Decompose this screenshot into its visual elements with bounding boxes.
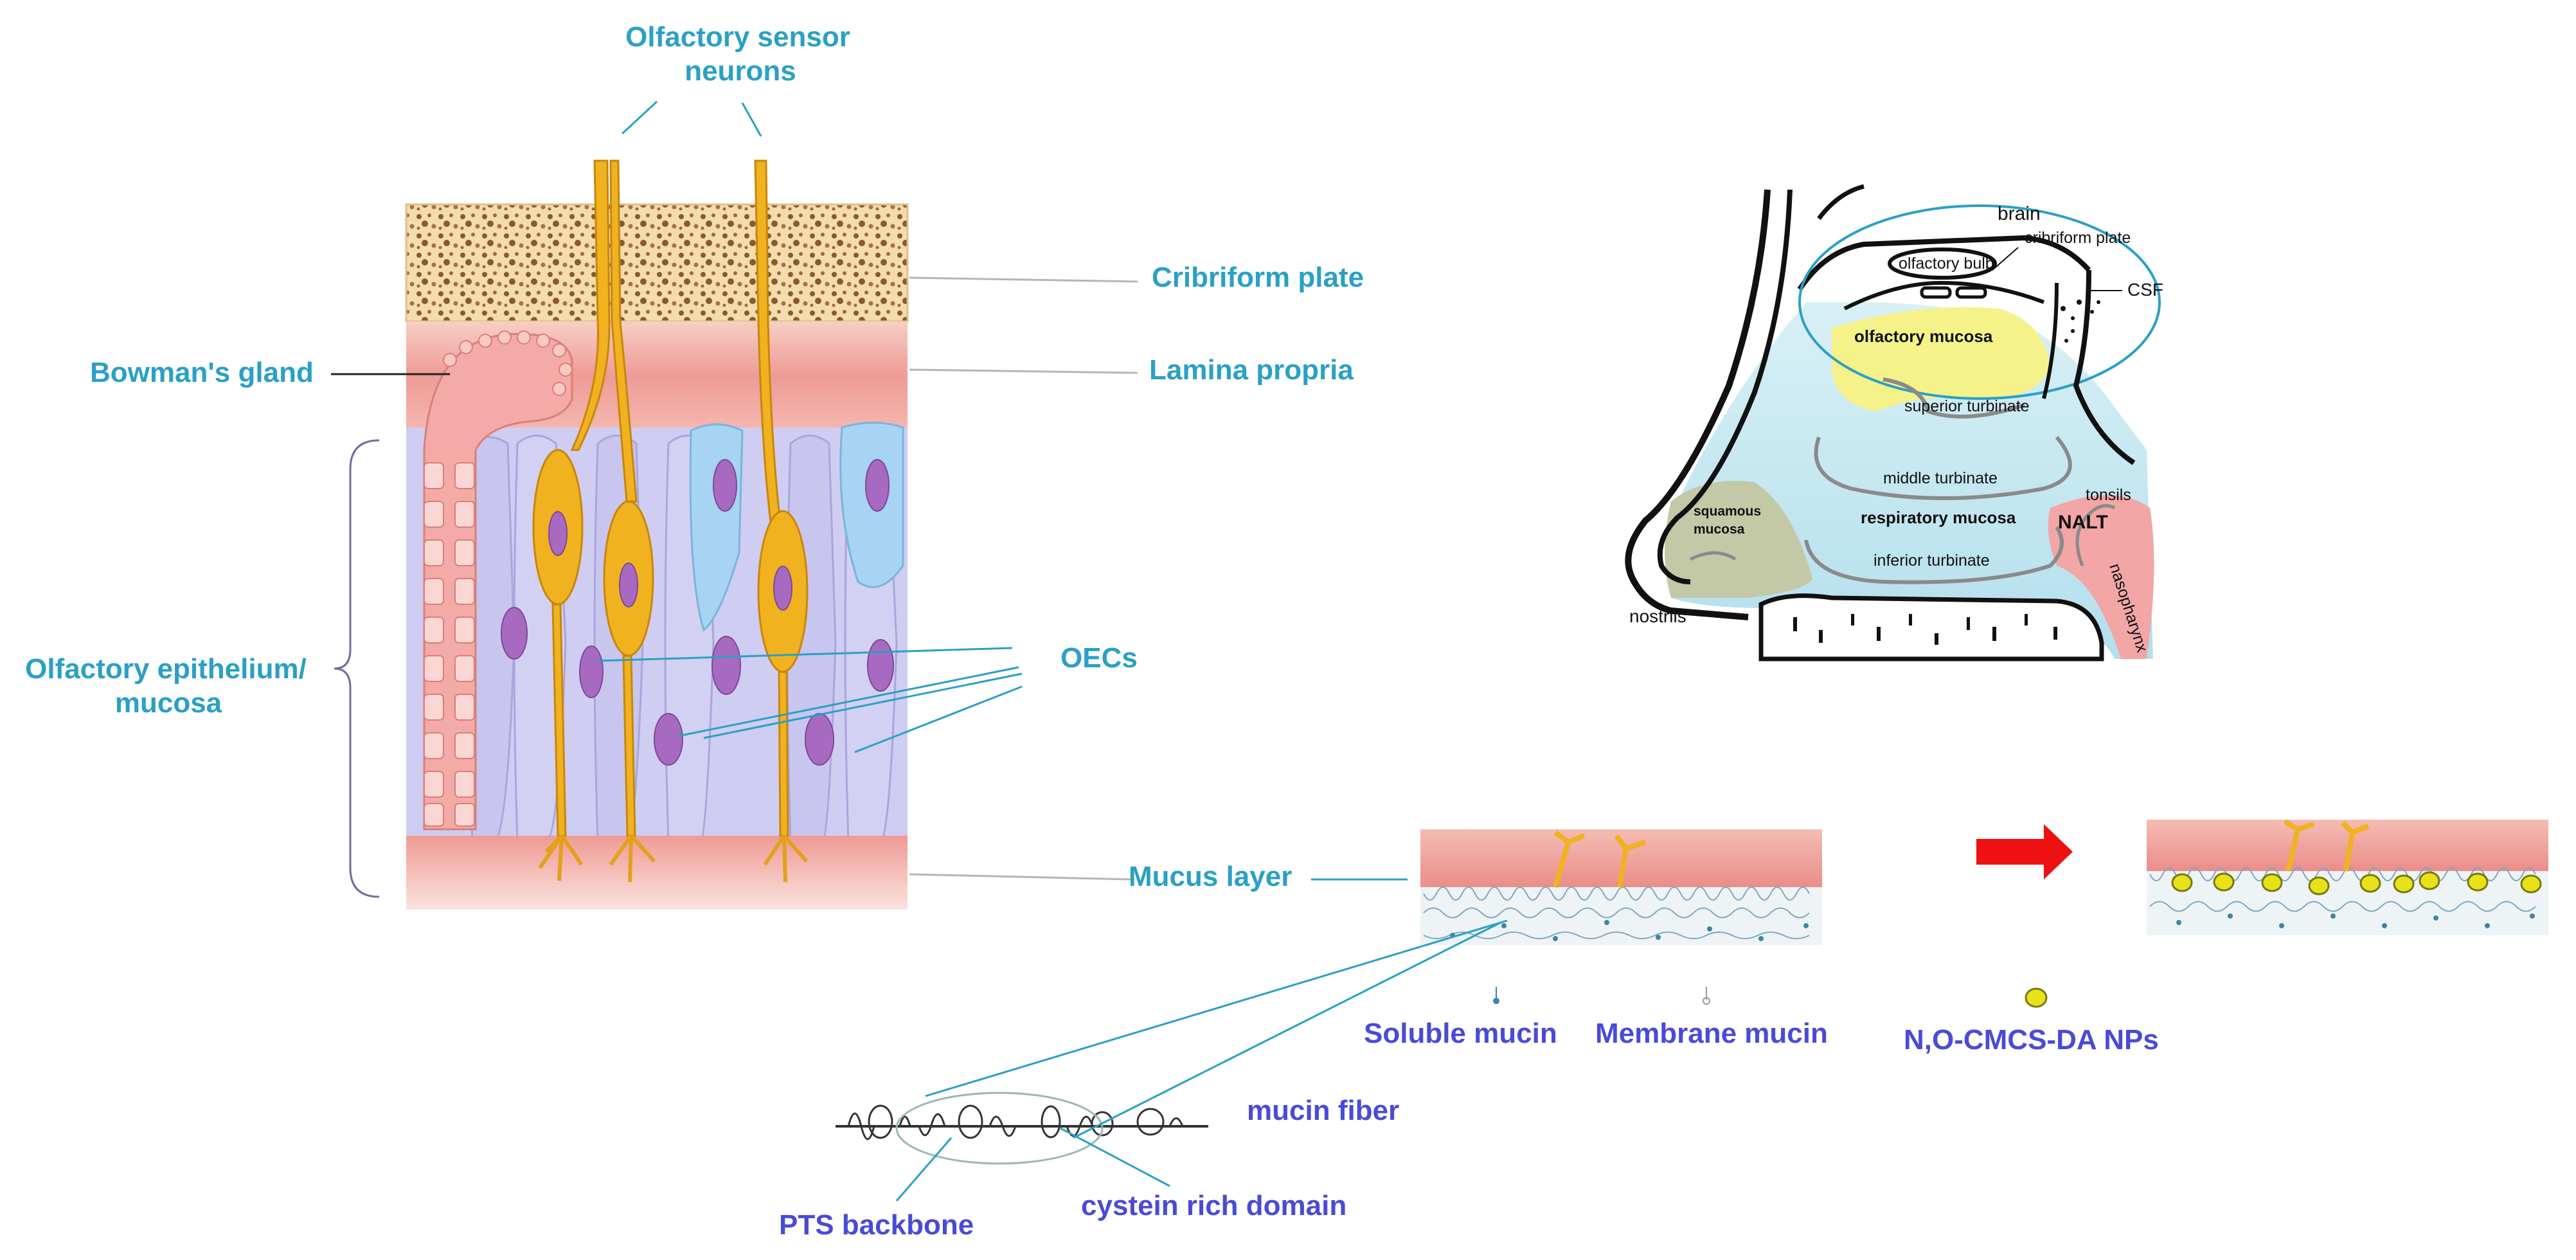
label-oecs: OECs: [1060, 642, 1138, 674]
cell-nuclei: [501, 459, 894, 766]
olfactory-bulb: [1888, 248, 1997, 280]
label-nostrils: nostrils: [1629, 606, 1686, 626]
inferior-turbinate: [1804, 526, 2064, 584]
legend-icons: [1493, 987, 2048, 1008]
label-superior-turbinate: superior turbinate: [1904, 397, 2030, 415]
label-cribriform-plate-small: cribriform plate: [2025, 229, 2131, 247]
nalt-region: [2048, 495, 2154, 659]
mucin-fiber-illustration: [836, 1092, 1208, 1165]
epithelium-bracket: [334, 439, 380, 898]
label-nanoparticles: N,O-CMCS-DA NPs: [1904, 1024, 2159, 1056]
squamous-mucosa-region: [1665, 481, 1812, 598]
brain-region-ellipse: [1798, 204, 2161, 400]
label-tonsils: tonsils: [2086, 486, 2131, 504]
label-olfactory-sensor-neurons-2: neurons: [684, 55, 796, 87]
label-cystein-rich-domain: cystein rich domain: [1081, 1190, 1346, 1221]
superior-turbinate: [1883, 377, 2025, 419]
label-squamous-1: squamous: [1694, 504, 1761, 519]
label-olfactory-bulb: olfactory bulb: [1899, 255, 1994, 273]
label-cribriform-plate: Cribriform plate: [1152, 262, 1364, 293]
bowmans-gland-structure: [423, 330, 573, 831]
label-mucin-fiber: mucin fiber: [1247, 1095, 1399, 1126]
olfactory-epithelium-illustration: [405, 159, 909, 910]
mucin-backbone-ellipse: [895, 1092, 1104, 1165]
label-olfactory-epithelium-2: mucosa: [115, 687, 222, 719]
label-respiratory-mucosa: respiratory mucosa: [1861, 508, 2016, 527]
hard-palate: [1758, 593, 2104, 662]
label-lamina-propria: Lamina propria: [1149, 354, 1354, 386]
label-pts-backbone: PTS backbone: [779, 1209, 974, 1241]
epithelium-grey-lines: [909, 276, 1138, 881]
label-brain: brain: [1998, 203, 2041, 224]
label-inferior-turbinate: inferior turbinate: [1874, 552, 1990, 570]
label-middle-turbinate: middle turbinate: [1883, 469, 1998, 487]
cribriform-plate-bone: [406, 204, 908, 321]
transition-arrow: [1976, 824, 2073, 879]
label-olfactory-mucosa: olfactory mucosa: [1854, 327, 1993, 346]
nasal-cavity-illustration: [1625, 184, 2161, 662]
label-olfactory-sensor-neurons-1: Olfactory sensor: [625, 21, 850, 53]
olfactory-neurons: [532, 159, 809, 883]
label-nalt: NALT: [2058, 512, 2108, 533]
nose-outline: [1625, 189, 1771, 620]
basal-layer: [406, 836, 908, 910]
label-membrane-mucin: Membrane mucin: [1595, 1018, 1828, 1049]
label-csf: CSF: [2127, 280, 2163, 300]
label-squamous-2: mucosa: [1694, 522, 1745, 537]
label-olfactory-epithelium-1: Olfactory epithelium/: [25, 653, 307, 685]
epithelium-leader-lines: [597, 100, 1408, 881]
label-bowmans-gland: Bowman's gland: [90, 357, 314, 388]
mucin-leader-lines: [895, 919, 1508, 1202]
label-soluble-mucin: Soluble mucin: [1364, 1018, 1557, 1049]
nanoparticle-legend-icon: [2025, 987, 2048, 1008]
label-mucus-layer: Mucus layer: [1129, 861, 1292, 892]
nanoparticles-on-mucus: [2171, 871, 2542, 896]
mucus-panel-before: [1420, 829, 1822, 945]
mucus-panel-after: [2147, 819, 2548, 935]
middle-turbinate: [1814, 436, 2072, 500]
